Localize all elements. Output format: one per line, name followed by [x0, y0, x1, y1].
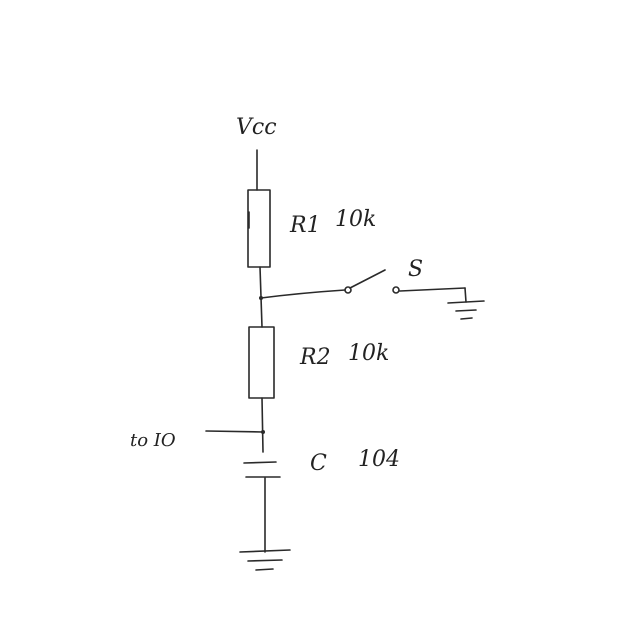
wire-r2-to-cap: [261, 397, 264, 453]
capacitor-name: C: [310, 451, 327, 476]
r1-name: R1: [289, 213, 321, 238]
switch-contact-left: [344, 286, 352, 294]
wire-switch-to-ground: [399, 287, 466, 292]
ground-symbol-switch: [447, 287, 485, 320]
junction-node-bottom: [261, 430, 265, 434]
r1-value: 10k: [335, 207, 376, 232]
ground-symbol-bottom: [239, 549, 291, 571]
switch-label: S: [408, 257, 423, 282]
switch-contact-right: [392, 286, 400, 294]
wire-to-switch: [260, 289, 346, 299]
io-label: to IO: [130, 430, 176, 451]
switch-lever: [349, 269, 386, 289]
r1-label: R1 10k: [289, 207, 376, 238]
wire-io-to-node: [205, 430, 264, 433]
r2-name: R2: [299, 345, 331, 370]
resistor-r2: [248, 326, 275, 399]
r2-label: R2 10k: [299, 341, 389, 370]
capacitor-label: C 104: [310, 447, 400, 476]
resistor-r1: [247, 189, 271, 268]
r2-value: 10k: [348, 341, 389, 366]
capacitor-value: 104: [358, 447, 400, 472]
capacitor-c: [243, 461, 281, 478]
vcc-label: Vcc: [236, 115, 277, 140]
